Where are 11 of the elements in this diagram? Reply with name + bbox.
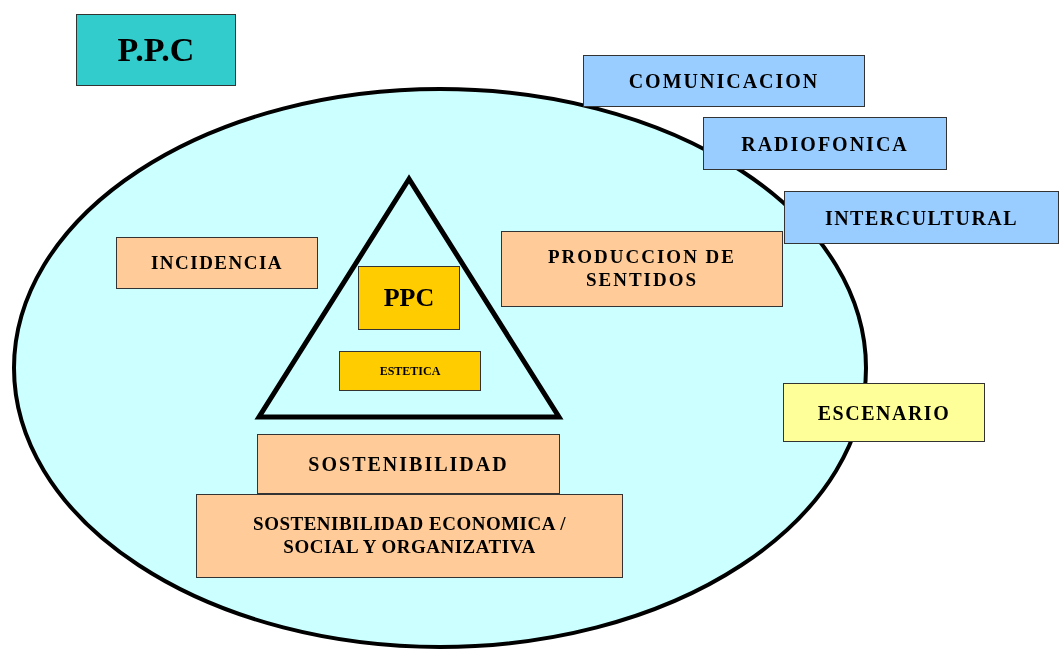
label-box: COMUNICACION bbox=[583, 55, 865, 107]
title-box: P.P.C bbox=[76, 14, 236, 86]
label-box: INCIDENCIA bbox=[116, 237, 318, 289]
label-box: INTERCULTURAL bbox=[784, 191, 1059, 244]
label-box: RADIOFONICA bbox=[703, 117, 947, 170]
label-box: SOSTENIBILIDAD ECONOMICA / SOCIAL Y ORGANIZATIVA bbox=[196, 494, 623, 578]
label-box: PPC bbox=[358, 266, 460, 330]
label-box: ESCENARIO bbox=[783, 383, 985, 442]
label-box: SOSTENIBILIDAD bbox=[257, 434, 560, 494]
label-box: PRODUCCION DE SENTIDOS bbox=[501, 231, 783, 307]
label-box: ESTETICA bbox=[339, 351, 481, 391]
